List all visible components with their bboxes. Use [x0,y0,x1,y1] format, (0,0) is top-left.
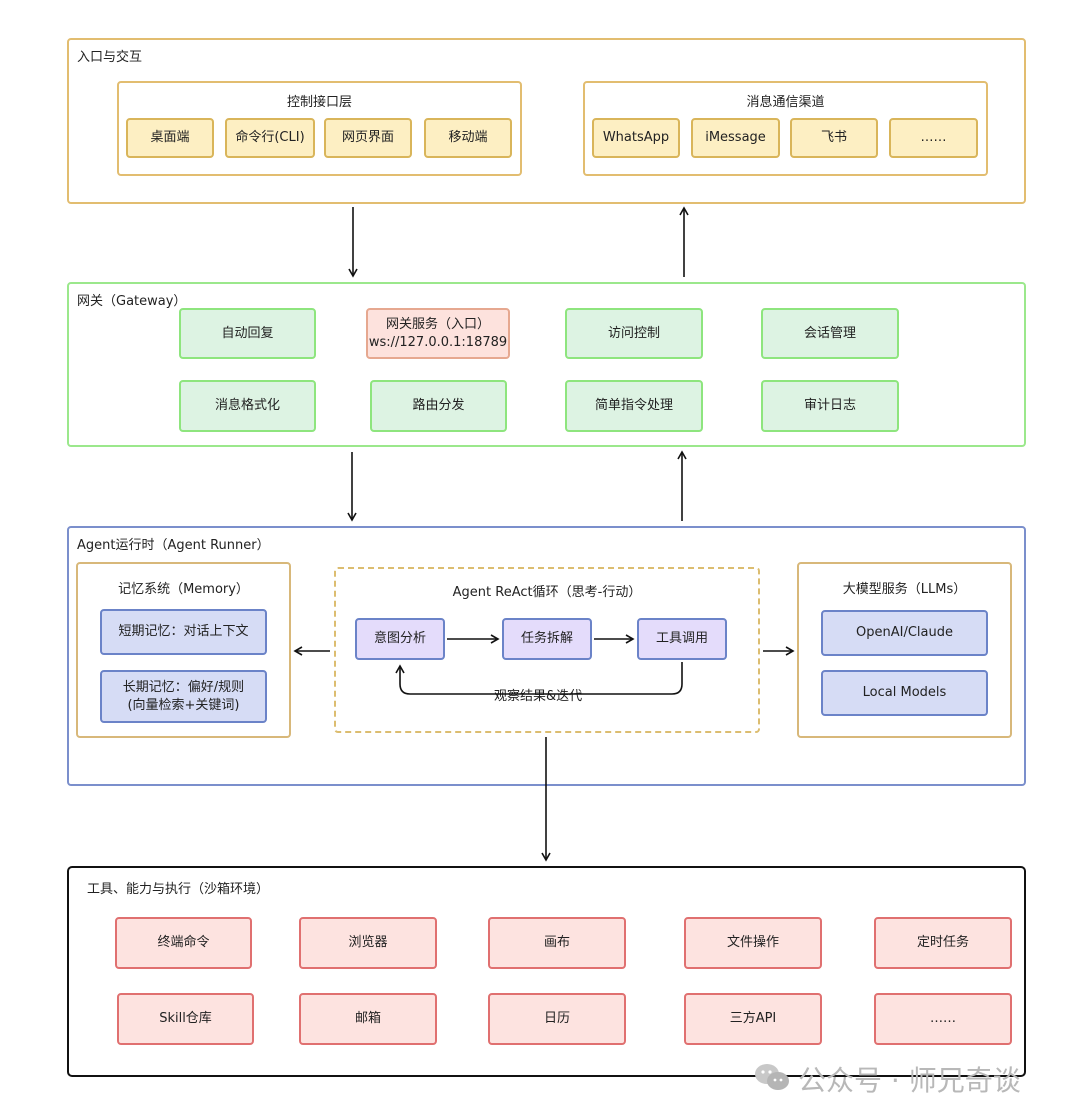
tool-scheduled-tasks: 定时任务 [874,917,1012,969]
channel-item-more: …… [889,118,978,158]
control-item-web: 网页界面 [324,118,412,158]
gateway-auto-reply: 自动回复 [179,308,316,359]
gateway-access-control: 访问控制 [565,308,703,359]
gateway-service-name: 网关服务（入口） [385,316,490,332]
memory-group: 记忆系统（Memory） [76,562,291,738]
tools-section: 工具、能力与执行（沙箱环境） [67,866,1026,1077]
channel-item-feishu: 飞书 [790,118,878,158]
gateway-routing: 路由分发 [370,380,507,432]
control-item-desktop: 桌面端 [126,118,214,158]
watermark-text: 公众号 · 师兄奇谈 [798,1064,1021,1097]
gateway-section: 网关（Gateway） [67,282,1026,447]
gateway-audit-log: 审计日志 [761,380,899,432]
gateway-session-management: 会话管理 [761,308,899,359]
watermark-icon [754,1061,790,1093]
tool-more: …… [874,993,1012,1045]
react-step-intent: 意图分析 [355,618,445,660]
react-step-tool-call: 工具调用 [637,618,727,660]
gateway-service-entry: 网关服务（入口） ws://127.0.0.1:18789 [366,308,510,359]
react-step-decompose: 任务拆解 [502,618,592,660]
gateway-section-title: 网关（Gateway） [77,294,187,309]
runner-section-title: Agent运行时（Agent Runner） [77,538,270,553]
react-loop-title: Agent ReAct循环（思考-行动） [452,585,642,600]
message-channels-group: 消息通信渠道 [583,81,988,176]
channel-item-imessage: iMessage [691,118,780,158]
react-loop-group: Agent ReAct循环（思考-行动） [334,567,760,733]
memory-long-term-label: 长期记忆：偏好/规则 [122,679,245,695]
tool-mailbox: 邮箱 [299,993,437,1045]
control-item-mobile: 移动端 [424,118,512,158]
llm-openai-claude: OpenAI/Claude [821,610,988,656]
llm-group: 大模型服务（LLMs） [797,562,1012,738]
tool-calendar: 日历 [488,993,626,1045]
react-loop-label: 观察结果&迭代 [488,685,589,704]
control-interface-title: 控制接口层 [286,95,352,110]
entry-section-title: 入口与交互 [77,50,143,65]
message-channels-title: 消息通信渠道 [746,95,825,110]
tool-terminal: 终端命令 [115,917,252,969]
memory-long-term-detail: (向量检索+关键词) [127,697,240,713]
control-item-cli: 命令行(CLI) [225,118,315,158]
llm-title: 大模型服务（LLMs） [842,582,967,597]
tool-skill-repo: Skill仓库 [117,993,254,1045]
tools-section-title: 工具、能力与执行（沙箱环境） [87,882,270,897]
gateway-message-formatting: 消息格式化 [179,380,316,432]
tool-third-party-api: 三方API [684,993,822,1045]
memory-long-term: 长期记忆：偏好/规则 (向量检索+关键词) [100,670,267,723]
memory-title: 记忆系统（Memory） [118,582,249,597]
gateway-service-address: ws://127.0.0.1:18789 [368,334,508,350]
llm-local-models: Local Models [821,670,988,716]
control-interface-group: 控制接口层 [117,81,522,176]
tool-canvas: 画布 [488,917,626,969]
gateway-simple-commands: 简单指令处理 [565,380,703,432]
tool-file-ops: 文件操作 [684,917,822,969]
tool-browser: 浏览器 [299,917,437,969]
entry-section: 入口与交互 [67,38,1026,204]
memory-short-term: 短期记忆：对话上下文 [100,609,267,655]
channel-item-whatsapp: WhatsApp [592,118,680,158]
